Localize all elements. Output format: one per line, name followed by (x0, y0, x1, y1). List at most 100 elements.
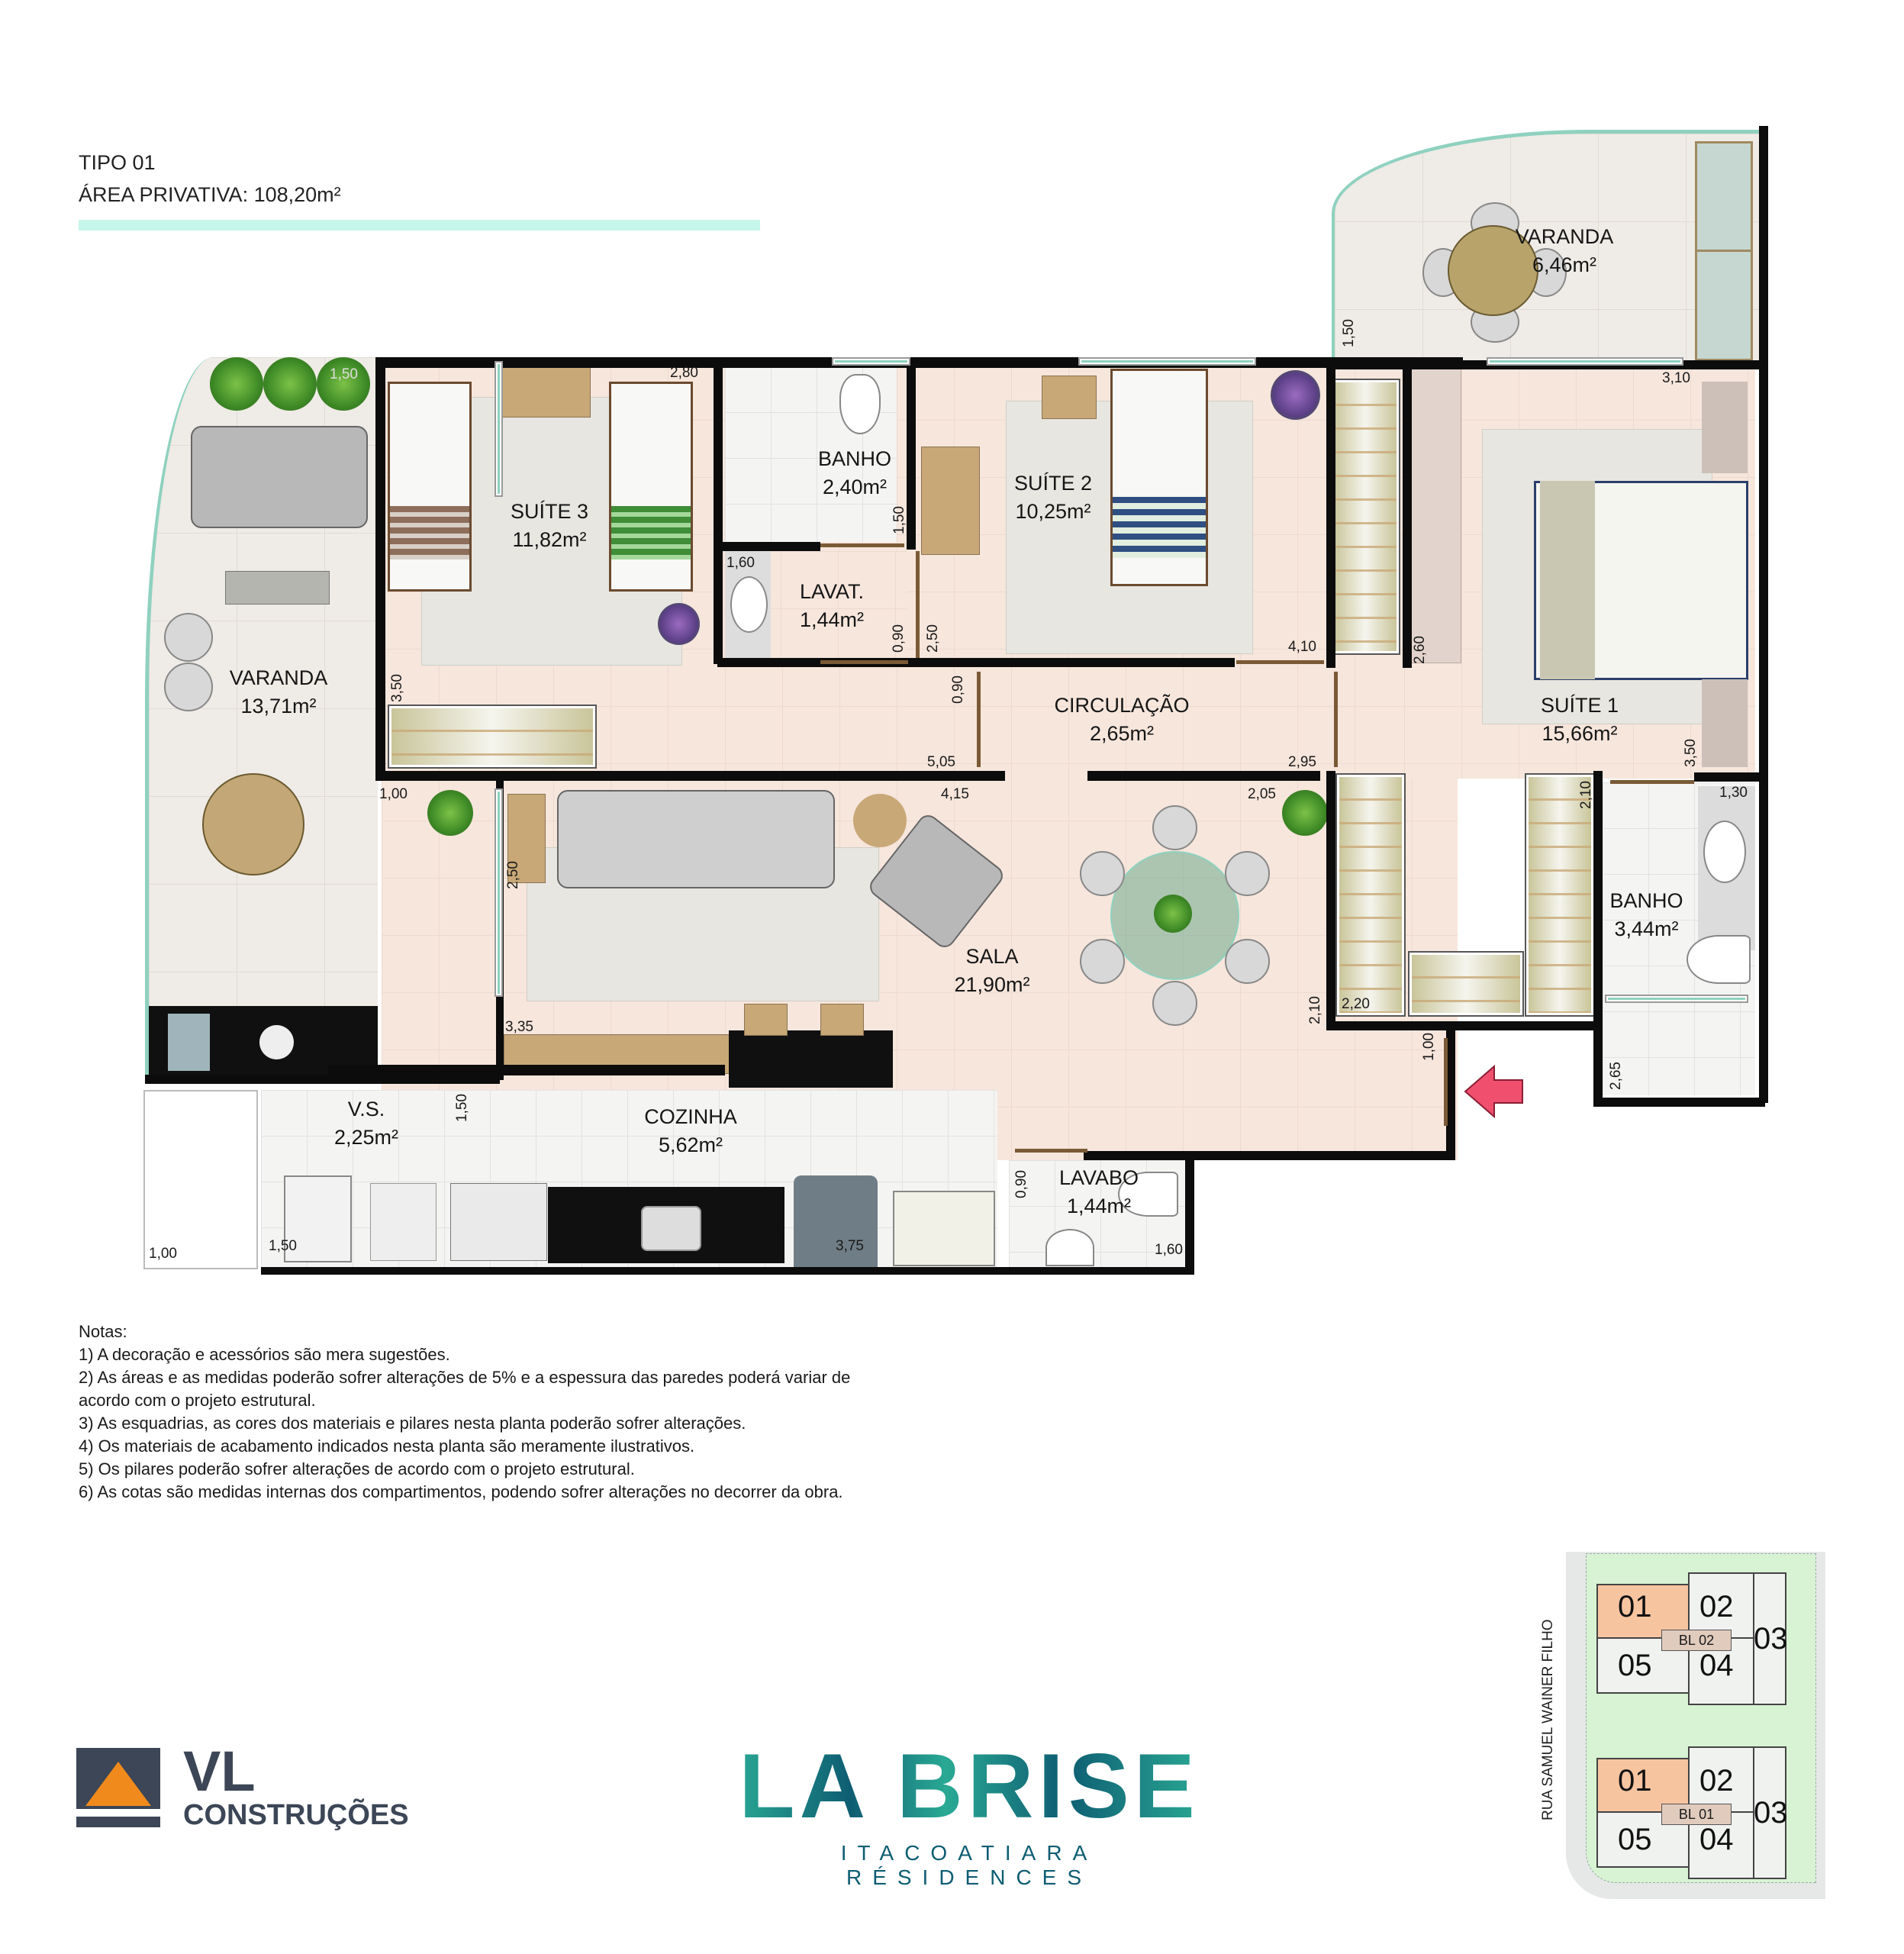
room-label-lavat: LAVAT. 1,44m² (799, 580, 865, 631)
washing-machine-icon (284, 1175, 352, 1262)
dimension-label: 2,10 (1578, 781, 1594, 809)
closet-icon (389, 706, 595, 767)
door[interactable] (1334, 672, 1338, 767)
block-bl01: 01 02 03 04 05 BL 01 (1596, 1743, 1799, 1880)
dimension-label: 1,50 (454, 1094, 470, 1122)
dimension-label: 1,50 (891, 506, 907, 534)
bed-icon (1110, 369, 1208, 586)
project-name: LA BRISE (733, 1740, 1206, 1832)
window (833, 359, 909, 364)
dimension-label: 1,30 (1719, 785, 1748, 801)
room-label-suite2: SUÍTE 2 10,25m² (1013, 472, 1093, 523)
dimension-label: 3,75 (836, 1238, 864, 1254)
round-table-icon (1448, 225, 1538, 316)
unit-02 (1688, 1746, 1756, 1814)
builder-name-vl: VL (183, 1740, 256, 1803)
door[interactable] (916, 551, 920, 658)
door[interactable] (977, 672, 981, 767)
dimension-label: 2,95 (1288, 754, 1316, 770)
wall (721, 542, 820, 551)
closet-icon (1337, 775, 1404, 1015)
room-label-lavabo: LAVABO 1,44m² (1058, 1166, 1139, 1217)
note-item: 2) As áreas e as medidas poderão sofrer … (79, 1368, 851, 1410)
door[interactable] (820, 660, 908, 664)
header-accent-bar (79, 220, 760, 231)
closet-icon (1409, 953, 1522, 1015)
plant-icon (1282, 790, 1328, 836)
dimension-label: 4,10 (1288, 639, 1316, 655)
wall (1593, 771, 1603, 1107)
door[interactable] (820, 543, 904, 547)
street-label: RUA SAMUEL WAINER FILHO (1540, 1619, 1556, 1820)
dimension-label: 5,05 (927, 754, 955, 770)
chair-icon (1225, 939, 1270, 984)
sink-icon (259, 1025, 294, 1059)
plant-icon (210, 357, 263, 411)
coffee-table-icon (225, 571, 330, 605)
door[interactable] (1610, 780, 1694, 784)
unit-05 (1596, 1811, 1691, 1868)
desk-icon (1410, 368, 1461, 663)
dimension-label: 1,00 (1421, 1033, 1437, 1061)
unit-label: 03 (1754, 1796, 1788, 1830)
site-key-map: RUA SAMUEL WAINER FILHO 01 02 03 04 05 B… (1540, 1546, 1825, 1899)
bed-stripes (1113, 497, 1206, 558)
unit-label: 01 (1618, 1590, 1652, 1623)
builder-logo-mark (76, 1748, 160, 1809)
dimension-label: 1,50 (269, 1238, 297, 1254)
wall (375, 357, 385, 781)
plant-icon (658, 603, 700, 645)
unit-label: 02 (1699, 1590, 1734, 1623)
stool-icon (164, 613, 213, 662)
toilet-icon (839, 374, 881, 434)
floor-plan: VARANDA 6,46m² VARANDA 13,71m² SUÍTE 3 1… (143, 126, 1768, 1275)
bed-icon (609, 382, 693, 592)
plant-icon (317, 357, 370, 411)
window (496, 363, 501, 495)
unit-label: 03 (1754, 1622, 1788, 1656)
dimension-label: 1,00 (379, 786, 408, 802)
grill-icon (168, 1014, 210, 1071)
side-table-icon (507, 794, 546, 883)
wall (1326, 363, 1335, 668)
dimension-label: 1,50 (1341, 319, 1357, 347)
dimension-label: 4,15 (941, 786, 969, 802)
dimension-label: 2,10 (1307, 996, 1323, 1024)
room-label-cozinha: COZINHA 5,62m² (644, 1105, 737, 1156)
wall (1084, 1151, 1455, 1160)
chair-icon (1152, 805, 1197, 850)
sink-icon (1045, 1229, 1094, 1266)
unit-03 (1753, 1746, 1786, 1879)
room-label-sala: SALA 21,90m² (954, 945, 1030, 996)
wall (907, 363, 916, 550)
door[interactable] (1236, 660, 1324, 664)
dimension-label: 2,80 (670, 365, 698, 381)
window (1488, 359, 1682, 364)
closet-icon (1332, 380, 1399, 653)
unit-02 (1688, 1572, 1756, 1640)
window (1080, 359, 1255, 364)
unit-label: 01 (1618, 1764, 1652, 1798)
dimension-label: 0,90 (891, 624, 907, 653)
dimension-label: 1,00 (149, 1246, 177, 1262)
private-area-label: ÁREA PRIVATIVA: 108,20m² (79, 183, 341, 206)
wall (1446, 1021, 1455, 1128)
note-item: 1) A decoração e acessórios são mera sug… (79, 1345, 450, 1364)
notes-title: Notas: (79, 1322, 127, 1341)
door[interactable] (1444, 1038, 1448, 1126)
room-label-varanda-left: VARANDA 13,71m² (229, 666, 328, 717)
unit-label: 05 (1618, 1823, 1652, 1856)
project-logo: LA BRISE ITACOATIARA RÉSIDENCES (733, 1740, 1206, 1889)
wall (1326, 1021, 1597, 1030)
notes-block: Notas: 1) A decoração e acessórios são m… (79, 1320, 888, 1504)
sink-icon (1703, 821, 1746, 883)
room-label-banho-suite1: BANHO 3,44m² (1609, 889, 1683, 940)
door[interactable] (1015, 1149, 1087, 1153)
plant-icon (1154, 895, 1192, 933)
room-varanda-left (145, 357, 378, 1075)
block-bl02: 01 02 03 04 05 BL 02 (1596, 1569, 1799, 1706)
dimension-label: 0,90 (1013, 1170, 1029, 1198)
room-varanda-top (1332, 130, 1763, 363)
dimension-label: 3,10 (1662, 370, 1690, 386)
wall (1759, 126, 1768, 1103)
